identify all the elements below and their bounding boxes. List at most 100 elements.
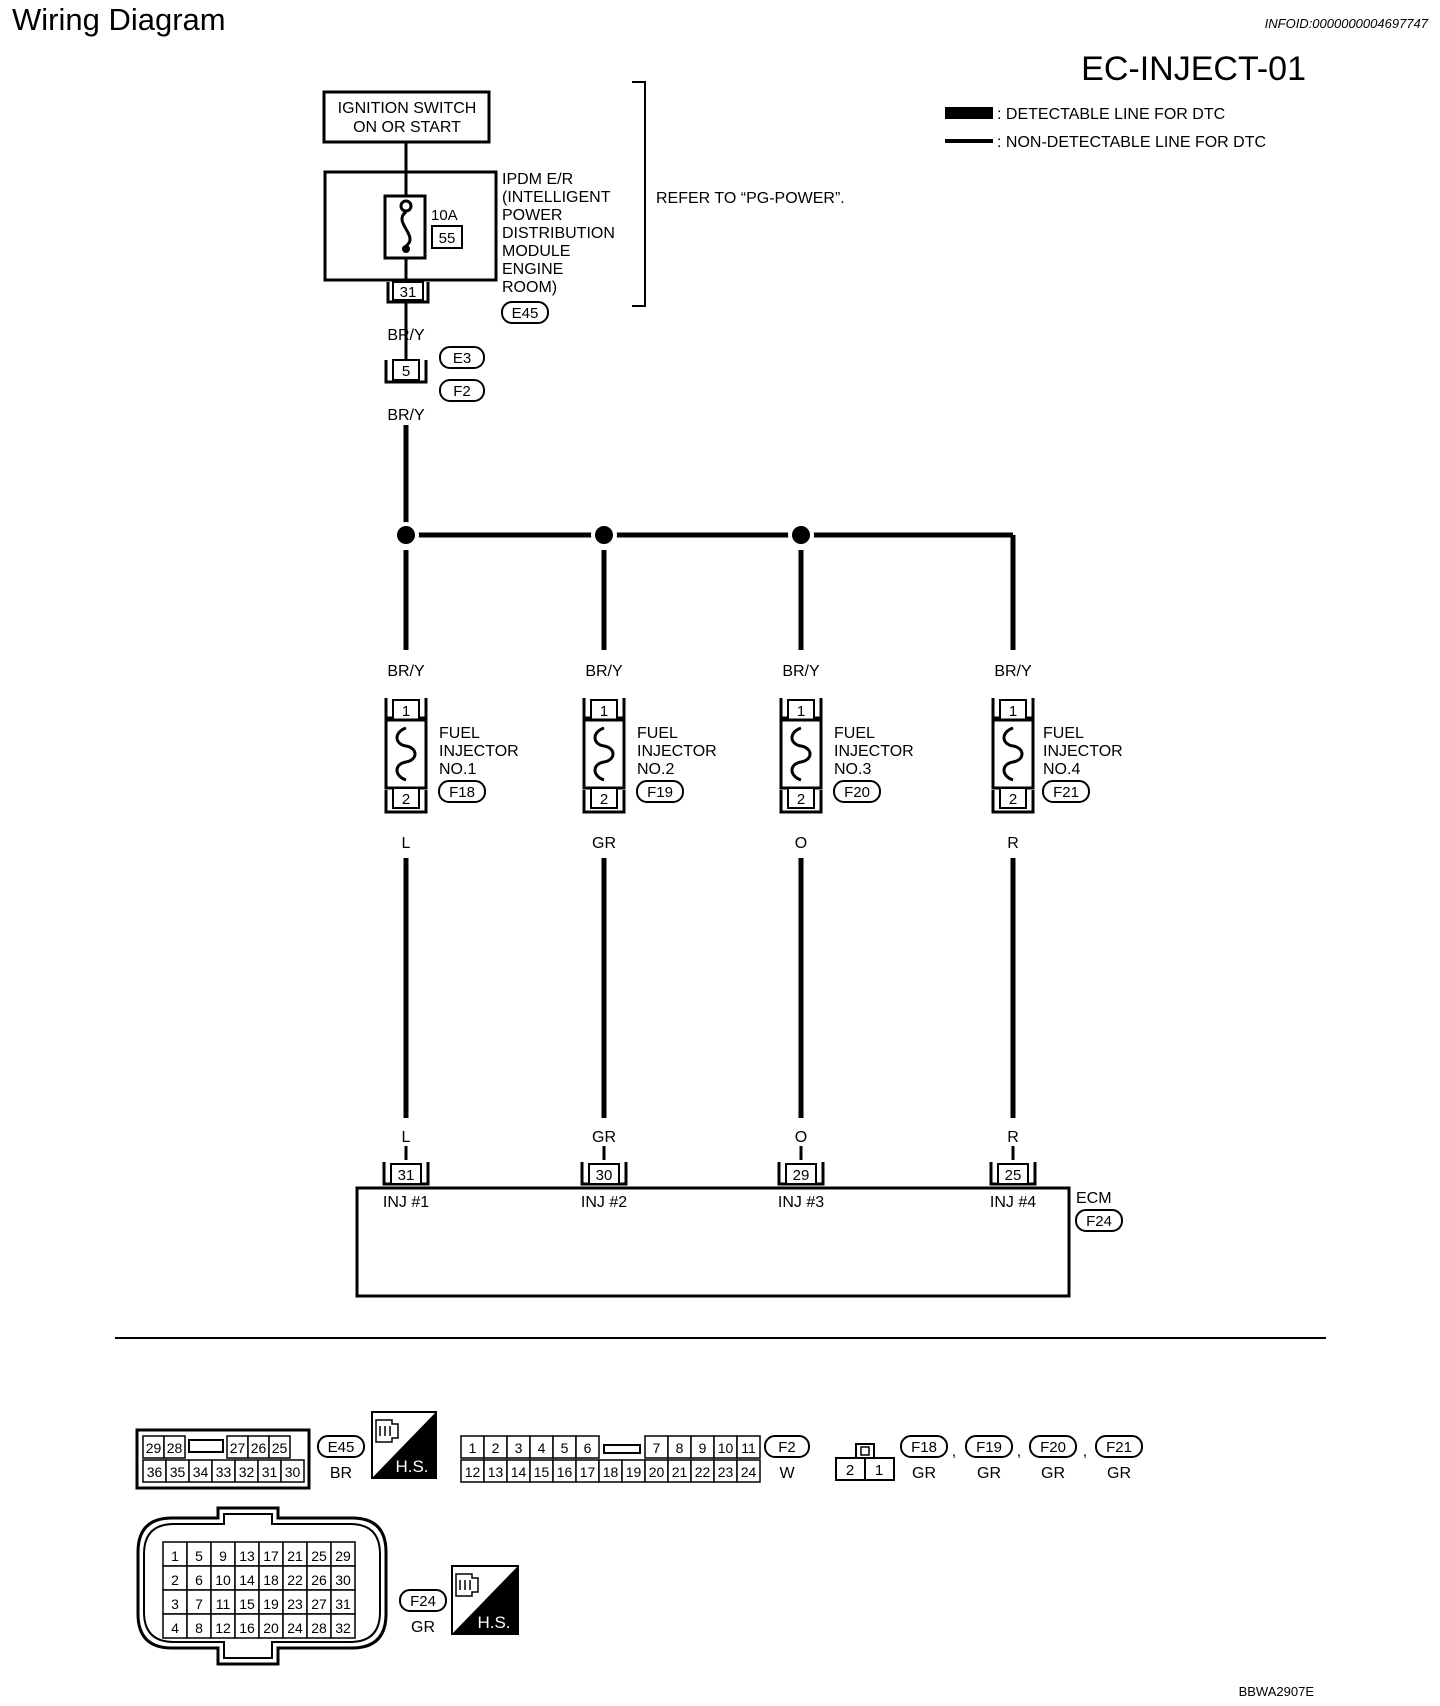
ipdm-connector-badge bbox=[501, 301, 549, 324]
wire-color-label: O bbox=[795, 1129, 807, 1146]
connector-code: F18 bbox=[911, 1439, 937, 1456]
connector-latch-inner bbox=[860, 1446, 870, 1456]
connector-pin-number: 13 bbox=[488, 1464, 504, 1480]
connector-color: BR bbox=[330, 1465, 352, 1482]
fuel-injector-4: BR/Y 1 2 FUEL INJECTOR NO.4 F21 R R bbox=[991, 663, 1123, 1160]
injector-label-1: FUEL bbox=[1043, 725, 1084, 742]
connector-pin-number: 3 bbox=[171, 1596, 179, 1612]
wire-color-label: BR/Y bbox=[387, 407, 425, 424]
injector-connector-bracket bbox=[582, 790, 626, 814]
connector-pin-number: 12 bbox=[215, 1620, 231, 1636]
ecm-name: ECM bbox=[1076, 1190, 1112, 1207]
ipdm-connector-code: E45 bbox=[512, 305, 539, 322]
connector-pin-number: 26 bbox=[311, 1572, 327, 1588]
connector-pin-number: 12 bbox=[465, 1464, 481, 1480]
injector-label-3: NO.2 bbox=[637, 761, 674, 778]
ipdm-label-6: ENGINE bbox=[502, 261, 563, 278]
fuse-number-box bbox=[431, 225, 463, 249]
connector-pin-number: 13 bbox=[239, 1548, 255, 1564]
connector-color: GR bbox=[1041, 1465, 1065, 1482]
fuse-icon bbox=[400, 210, 412, 248]
splice-dot bbox=[591, 522, 617, 548]
connector-code: F19 bbox=[976, 1439, 1002, 1456]
ipdm-module: 10A 55 IPDM E/R (INTELLIGENT POWER DISTR… bbox=[323, 81, 845, 324]
connector-code: F24 bbox=[410, 1593, 436, 1610]
connector-pin-number: 31 bbox=[262, 1464, 278, 1480]
connector-pin-number: 14 bbox=[239, 1572, 255, 1588]
connector-pin-number: 3 bbox=[515, 1440, 523, 1456]
connector-pin-number: 9 bbox=[699, 1440, 707, 1456]
joint-terminal-box bbox=[392, 359, 420, 381]
coil-icon bbox=[593, 726, 615, 782]
harness-side-badge: H.S. bbox=[451, 1565, 519, 1635]
connector-pin-number: 32 bbox=[239, 1464, 255, 1480]
connector-pin-number: 17 bbox=[580, 1464, 596, 1480]
connector-pin-number: 28 bbox=[167, 1440, 183, 1456]
wire-color-label: GR bbox=[592, 835, 616, 852]
connector-code-badge bbox=[764, 1435, 810, 1458]
connector-pin-number: 18 bbox=[263, 1572, 279, 1588]
connector-pin-number: 1 bbox=[171, 1548, 179, 1564]
connector-pin-number: 29 bbox=[335, 1548, 351, 1564]
legend-non-detectable-text: : NON-DETECTABLE LINE FOR DTC bbox=[997, 134, 1266, 151]
connector-color: GR bbox=[912, 1465, 936, 1482]
injector-label-1: FUEL bbox=[439, 725, 480, 742]
connector-pin-number: 6 bbox=[195, 1572, 203, 1588]
injector-label-1: FUEL bbox=[637, 725, 678, 742]
injector-pin-bottom: 2 bbox=[1009, 791, 1017, 808]
injector-connector-badge bbox=[438, 780, 486, 803]
connector-pin-number: 2 bbox=[171, 1572, 179, 1588]
connector-latch bbox=[855, 1443, 875, 1459]
connector-outline bbox=[135, 1428, 311, 1490]
connector-pin-number: 1 bbox=[469, 1440, 477, 1456]
connector-pin-cell bbox=[258, 1541, 284, 1567]
page-title: Wiring Diagram bbox=[12, 2, 226, 37]
refer-text: REFER TO “PG-POWER”. bbox=[656, 190, 845, 207]
connector-pin-number: 25 bbox=[272, 1440, 288, 1456]
connector-pin-number: 4 bbox=[538, 1440, 546, 1456]
ignition-switch-label-1: IGNITION SWITCH bbox=[338, 100, 477, 117]
connector-color: GR bbox=[411, 1619, 435, 1636]
figure-code: BBWA2907E bbox=[1239, 1684, 1315, 1699]
joint-connector-code-top: E3 bbox=[453, 350, 471, 367]
legend: : DETECTABLE LINE FOR DTC : NON-DETECTAB… bbox=[945, 106, 1266, 151]
fuel-injector-2: BR/Y 1 2 FUEL INJECTOR NO.2 F19 GR GR bbox=[582, 663, 717, 1160]
ecm-connector-badge bbox=[1075, 1209, 1123, 1232]
joint-connector: 5 E3 F2 bbox=[384, 346, 485, 402]
connector-pin-cell bbox=[282, 1589, 308, 1615]
hs-label: H.S. bbox=[477, 1613, 510, 1632]
injector-label-2: INJECTOR bbox=[1043, 743, 1123, 760]
connector-code-badge bbox=[317, 1435, 365, 1458]
injector-label-2: INJECTOR bbox=[834, 743, 914, 760]
connector-pin-number: 36 bbox=[147, 1464, 163, 1480]
connector-pin-cell bbox=[234, 1565, 260, 1591]
wire-color-label: R bbox=[1007, 1129, 1019, 1146]
injector-body bbox=[991, 718, 1035, 790]
connector-pin-cell bbox=[736, 1435, 761, 1459]
wire-color-label: BR/Y bbox=[387, 327, 425, 344]
connector-pin-cell bbox=[330, 1541, 356, 1567]
connector-pin-number: 4 bbox=[171, 1620, 179, 1636]
injector-connector-badge bbox=[636, 780, 684, 803]
connector-pin-number: 25 bbox=[311, 1548, 327, 1564]
connector-pin-number: 22 bbox=[695, 1464, 711, 1480]
connector-pin-number: 33 bbox=[216, 1464, 232, 1480]
ipdm-label-5: MODULE bbox=[502, 243, 570, 260]
connector-code: F20 bbox=[1040, 1439, 1066, 1456]
connector-pin-number: 24 bbox=[287, 1620, 303, 1636]
connector-pin-number: 15 bbox=[534, 1464, 550, 1480]
hs-badge-fill bbox=[452, 1566, 518, 1634]
connector-pin-number: 2 bbox=[846, 1462, 854, 1479]
injector-body bbox=[384, 718, 428, 790]
ecm-terminal-number: 30 bbox=[596, 1167, 613, 1184]
splice-dot bbox=[788, 522, 814, 548]
wire-color-label: O bbox=[795, 835, 807, 852]
fuse-terminal-top bbox=[399, 199, 413, 213]
connector-separator: , bbox=[952, 1443, 956, 1460]
refer-bracket bbox=[632, 81, 646, 307]
coil-icon bbox=[1002, 726, 1024, 782]
ecm-terminal-label: INJ #1 bbox=[383, 1194, 429, 1211]
connector-pin-number: 10 bbox=[718, 1440, 734, 1456]
injector-pin-top: 1 bbox=[600, 703, 608, 720]
